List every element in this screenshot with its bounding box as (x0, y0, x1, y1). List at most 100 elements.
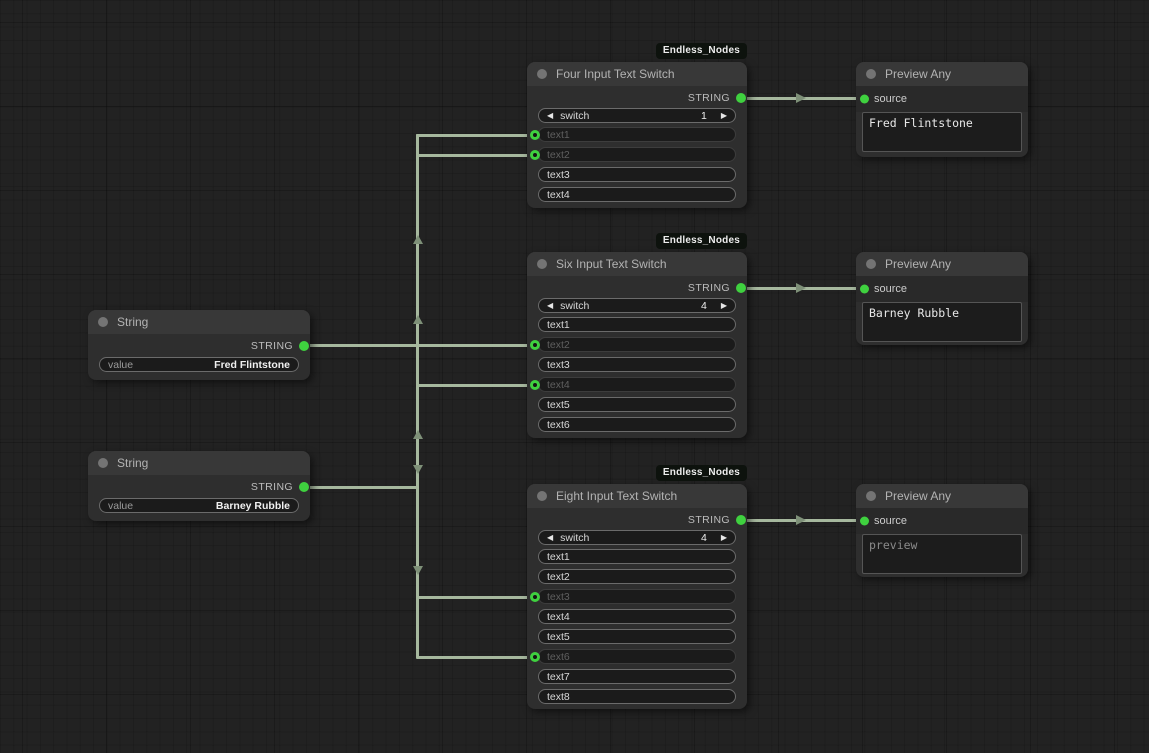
output-port[interactable] (299, 341, 309, 351)
collapse-dot-icon[interactable] (98, 458, 108, 468)
input-label: source (874, 283, 908, 295)
node-six-input-text-switch[interactable]: Endless_Nodes Six Input Text Switch STRI… (527, 233, 747, 438)
output-port[interactable] (736, 515, 746, 525)
widget-label: text5 (547, 630, 570, 643)
node-title-bar[interactable]: Eight Input Text Switch (527, 484, 747, 508)
widget-value: 1 (701, 109, 707, 122)
text-widget[interactable]: text6 (538, 417, 736, 432)
widget-label: switch (560, 531, 590, 544)
decrement-icon[interactable]: ◀ (547, 300, 554, 310)
text-widget[interactable]: text7 (538, 669, 736, 684)
node-preview-any-1[interactable]: Preview Any source Fred Flintstone (856, 62, 1028, 157)
node-title: Four Input Text Switch (556, 67, 675, 81)
input-port[interactable] (530, 340, 540, 350)
output-port[interactable] (299, 482, 309, 492)
widget-row: text7 (527, 667, 747, 687)
text-widget[interactable]: text4 (538, 187, 736, 202)
node-eight-input-text-switch[interactable]: Endless_Nodes Eight Input Text Switch ST… (527, 465, 747, 709)
widget-row: text2 (527, 335, 747, 355)
node-title-bar[interactable]: Four Input Text Switch (527, 62, 747, 86)
output-port[interactable] (736, 93, 746, 103)
widget-row: text3 (527, 355, 747, 375)
preview-textarea[interactable]: Barney Rubble (862, 302, 1022, 342)
input-port[interactable] (860, 94, 869, 104)
input-port[interactable] (860, 516, 869, 526)
text-widget[interactable]: text2 (538, 337, 736, 352)
decrement-icon[interactable]: ◀ (547, 110, 554, 120)
widget-label: value (108, 499, 134, 512)
node-title-bar[interactable]: Preview Any (856, 252, 1028, 276)
value-widget[interactable]: value Barney Rubble (99, 498, 299, 513)
text-widget[interactable]: text3 (538, 357, 736, 372)
text-widget[interactable]: text6 (538, 649, 736, 664)
node-string-2[interactable]: String STRING value Barney Rubble (88, 451, 310, 521)
switch-widget[interactable]: ◀ switch 1 ▶ (538, 108, 736, 123)
decrement-icon[interactable]: ◀ (547, 532, 554, 542)
node-string-1[interactable]: String STRING value Fred Flintstone (88, 310, 310, 380)
output-label: STRING (250, 340, 293, 352)
input-port[interactable] (860, 284, 869, 294)
widget-row: text5 (527, 627, 747, 647)
input-label: source (874, 93, 908, 105)
input-port[interactable] (530, 150, 540, 160)
widget-row: ◀ switch 4 ▶ (527, 296, 747, 316)
widget-label: value (108, 358, 134, 371)
text-widget[interactable]: text1 (538, 127, 736, 142)
widget-label: text3 (547, 590, 570, 603)
node-title-bar[interactable]: Preview Any (856, 62, 1028, 86)
input-label: source (874, 515, 908, 527)
increment-icon[interactable]: ▶ (720, 300, 727, 310)
increment-icon[interactable]: ▶ (720, 532, 727, 542)
output-label: STRING (687, 514, 730, 526)
input-port[interactable] (530, 130, 540, 140)
node-collection-badge: Endless_Nodes (655, 465, 747, 481)
output-row: STRING (527, 280, 747, 296)
value-widget[interactable]: value Fred Flintstone (99, 357, 299, 372)
text-widget[interactable]: text2 (538, 569, 736, 584)
text-widget[interactable]: text5 (538, 397, 736, 412)
text-widget[interactable]: text1 (538, 549, 736, 564)
text-widget[interactable]: text4 (538, 609, 736, 624)
widget-row: text6 (527, 415, 747, 435)
preview-textarea[interactable]: preview (862, 534, 1022, 574)
collapse-dot-icon[interactable] (98, 317, 108, 327)
node-preview-any-2[interactable]: Preview Any source Barney Rubble (856, 252, 1028, 345)
text-widget[interactable]: text4 (538, 377, 736, 392)
input-port[interactable] (530, 652, 540, 662)
text-widget[interactable]: text3 (538, 167, 736, 182)
widget-label: text4 (547, 188, 570, 201)
switch-widget[interactable]: ◀ switch 4 ▶ (538, 298, 736, 313)
input-port[interactable] (530, 592, 540, 602)
node-title-bar[interactable]: String (88, 310, 310, 334)
collapse-dot-icon[interactable] (537, 259, 547, 269)
collapse-dot-icon[interactable] (537, 491, 547, 501)
widget-row: text1 (527, 125, 747, 145)
preview-textarea[interactable]: Fred Flintstone (862, 112, 1022, 152)
widget-label: text4 (547, 610, 570, 623)
text-widget[interactable]: text1 (538, 317, 736, 332)
output-port[interactable] (736, 283, 746, 293)
collapse-dot-icon[interactable] (866, 259, 876, 269)
node-title-bar[interactable]: String (88, 451, 310, 475)
text-widget[interactable]: text5 (538, 629, 736, 644)
switch-widget[interactable]: ◀ switch 4 ▶ (538, 530, 736, 545)
widget-row: text1 (527, 547, 747, 567)
widget-row: text3 (527, 165, 747, 185)
widget-label: text2 (547, 338, 570, 351)
node-title-bar[interactable]: Six Input Text Switch (527, 252, 747, 276)
node-preview-any-3[interactable]: Preview Any source preview (856, 484, 1028, 577)
link-arrow-icon (796, 515, 806, 525)
collapse-dot-icon[interactable] (866, 69, 876, 79)
input-port[interactable] (530, 380, 540, 390)
link-wire (416, 134, 537, 137)
node-four-input-text-switch[interactable]: Endless_Nodes Four Input Text Switch STR… (527, 43, 747, 208)
node-title-bar[interactable]: Preview Any (856, 484, 1028, 508)
node-title: Preview Any (885, 257, 952, 271)
collapse-dot-icon[interactable] (866, 491, 876, 501)
increment-icon[interactable]: ▶ (720, 110, 727, 120)
text-widget[interactable]: text3 (538, 589, 736, 604)
collapse-dot-icon[interactable] (537, 69, 547, 79)
text-widget[interactable]: text2 (538, 147, 736, 162)
text-widget[interactable]: text8 (538, 689, 736, 704)
